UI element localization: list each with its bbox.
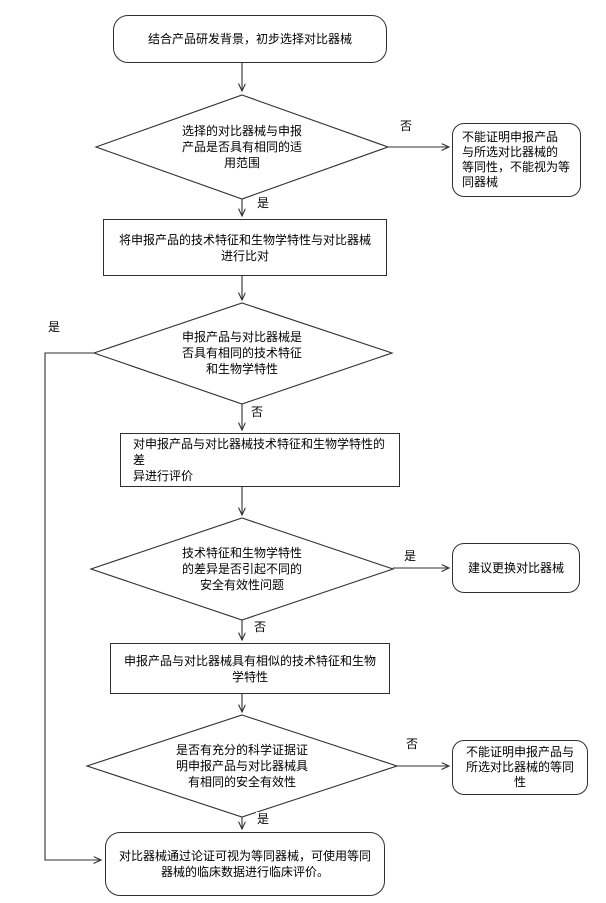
edge-decision2-yes-to-end [44, 352, 101, 860]
decision-intended-use-label: 选择的对比器械与申报 产品是否具有相同的适 用范围 [181, 124, 302, 170]
edge-label-yes-decision1: 是 [256, 196, 271, 210]
process-evaluate-differences: 对申报产品与对比器械技术特征和生物学特性的差 异进行评价 [120, 433, 400, 487]
start-node: 结合产品研发背景，初步选择对比器械 [113, 15, 387, 63]
edge-label-yes-decision3: 是 [403, 549, 418, 563]
edge-label-no-decision3: 否 [253, 620, 268, 634]
decision-safety-issues-label: 技术特征和生物学特性 的差异是否引起不同的 安全有效性问题 [181, 546, 302, 592]
end-node: 对比器械通过论证可视为等同器械，可使用等同 器械的临床数据进行临床评价。 [105, 832, 385, 896]
outcome-replace-comparator-node: 建议更换对比器械 [452, 543, 580, 593]
decision-diamond-sufficient-evidence [85, 714, 399, 818]
process-compare-characteristics: 将申报产品的技术特征和生物学特性与对比器械 进行比对 [103, 219, 387, 276]
decision-sufficient-evidence-label: 是否有充分的科学证据证 明申报产品与对比器械具 有相同的安全有效性 [175, 743, 308, 789]
decision-diamond-safety-issues [89, 517, 395, 621]
edge-label-no-decision4: 否 [405, 737, 420, 751]
decision-diamond-same-characteristics [92, 302, 394, 405]
edge-label-no-decision1: 否 [399, 119, 414, 133]
process-similar-characteristics: 申报产品与对比器械具有相似的技术特征和生物 学特性 [110, 643, 390, 694]
edge-label-no-decision2: 否 [250, 405, 265, 419]
decision-same-characteristics-label: 申报产品与对比器械是 否具有相同的技术特征 和生物学特性 [181, 330, 302, 376]
outcome-not-equivalent-node-2: 不能证明申报产品与 所选对比器械的等同 性 [452, 740, 588, 795]
edge-label-yes-decision4: 是 [256, 812, 271, 826]
decision-diamond-intended-use [94, 94, 390, 200]
edge-label-yes-decision2: 是 [47, 320, 62, 334]
outcome-not-equivalent-node-1: 不能证明申报产品 与所选对比器械的 等同性，不能视为等 同器械 [452, 123, 581, 197]
